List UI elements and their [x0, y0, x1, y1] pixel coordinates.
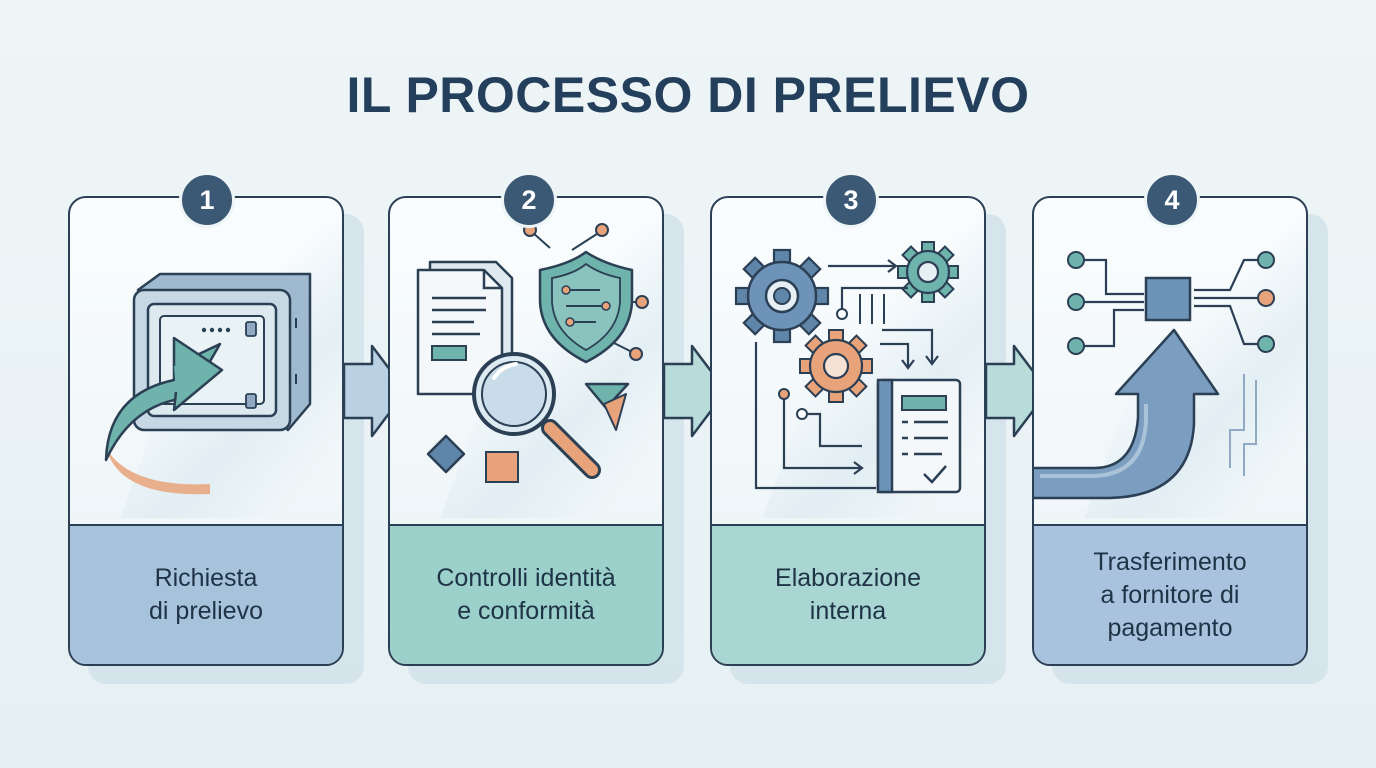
- security-check-icon: [416, 223, 649, 483]
- vault-icon: [104, 272, 312, 495]
- step-card-4: Trasferimento a fornitore di pagamento: [1032, 196, 1308, 666]
- step-card-2: Controlli identità e conformità: [388, 196, 664, 666]
- step-label-1: Richiesta di prelievo: [70, 524, 342, 664]
- step-badge-3: 3: [823, 172, 879, 228]
- step-badge-2: 2: [501, 172, 557, 228]
- arrow-connector-icon: [986, 344, 1050, 438]
- step-badge-1: 1: [179, 172, 235, 228]
- gears-processing-icon: [734, 241, 962, 494]
- step-card-1: Richiesta di prelievo: [68, 196, 344, 666]
- step-label-2: Controlli identità e conformità: [390, 524, 662, 664]
- step-label-3: Elaborazione interna: [712, 524, 984, 664]
- step-card-3: Elaborazione interna: [710, 196, 986, 666]
- network-transfer-icon: [1034, 251, 1275, 500]
- arrow-connector-icon: [664, 344, 728, 438]
- step-badge-4: 4: [1144, 172, 1200, 228]
- page-title: IL PROCESSO DI PRELIEVO: [346, 67, 1030, 123]
- step-label-4: Trasferimento a fornitore di pagamento: [1034, 524, 1306, 664]
